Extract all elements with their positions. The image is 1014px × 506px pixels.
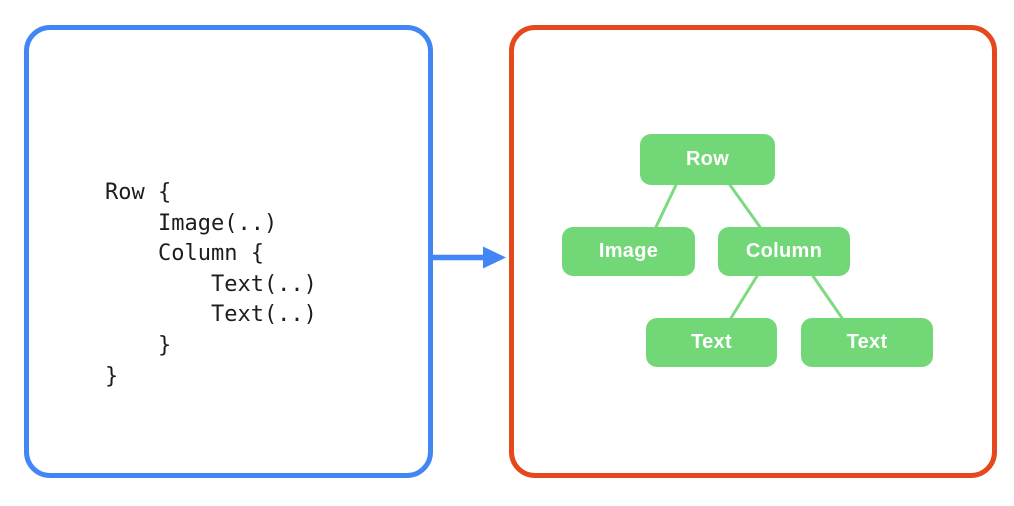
code-line: Text(..) <box>105 271 317 297</box>
code-line: Text(..) <box>105 302 317 328</box>
edge-row-column <box>728 183 762 229</box>
code-line: Column { <box>105 241 264 267</box>
code-snippet: Row { Image(..) Column { Text(..) Text(.… <box>105 178 317 392</box>
code-panel: Row { Image(..) Column { Text(..) Text(.… <box>24 25 433 478</box>
tree-node-row: Row <box>640 134 775 185</box>
tree-node-text-1: Text <box>646 318 777 367</box>
edge-column-text1 <box>729 274 759 320</box>
edge-row-image <box>654 183 678 229</box>
edge-column-text2 <box>811 274 844 320</box>
right-arrow-icon <box>431 246 506 269</box>
tree-node-image: Image <box>562 227 695 276</box>
code-line: } <box>105 332 172 358</box>
tree-node-column: Column <box>718 227 850 276</box>
code-line: Image(..) <box>105 210 278 236</box>
tree-panel: Row Image Column Text Text <box>509 25 997 478</box>
code-line: } <box>105 363 119 389</box>
tree-edges <box>654 183 844 320</box>
code-line: Row { <box>105 180 172 205</box>
tree-node-text-2: Text <box>801 318 933 367</box>
